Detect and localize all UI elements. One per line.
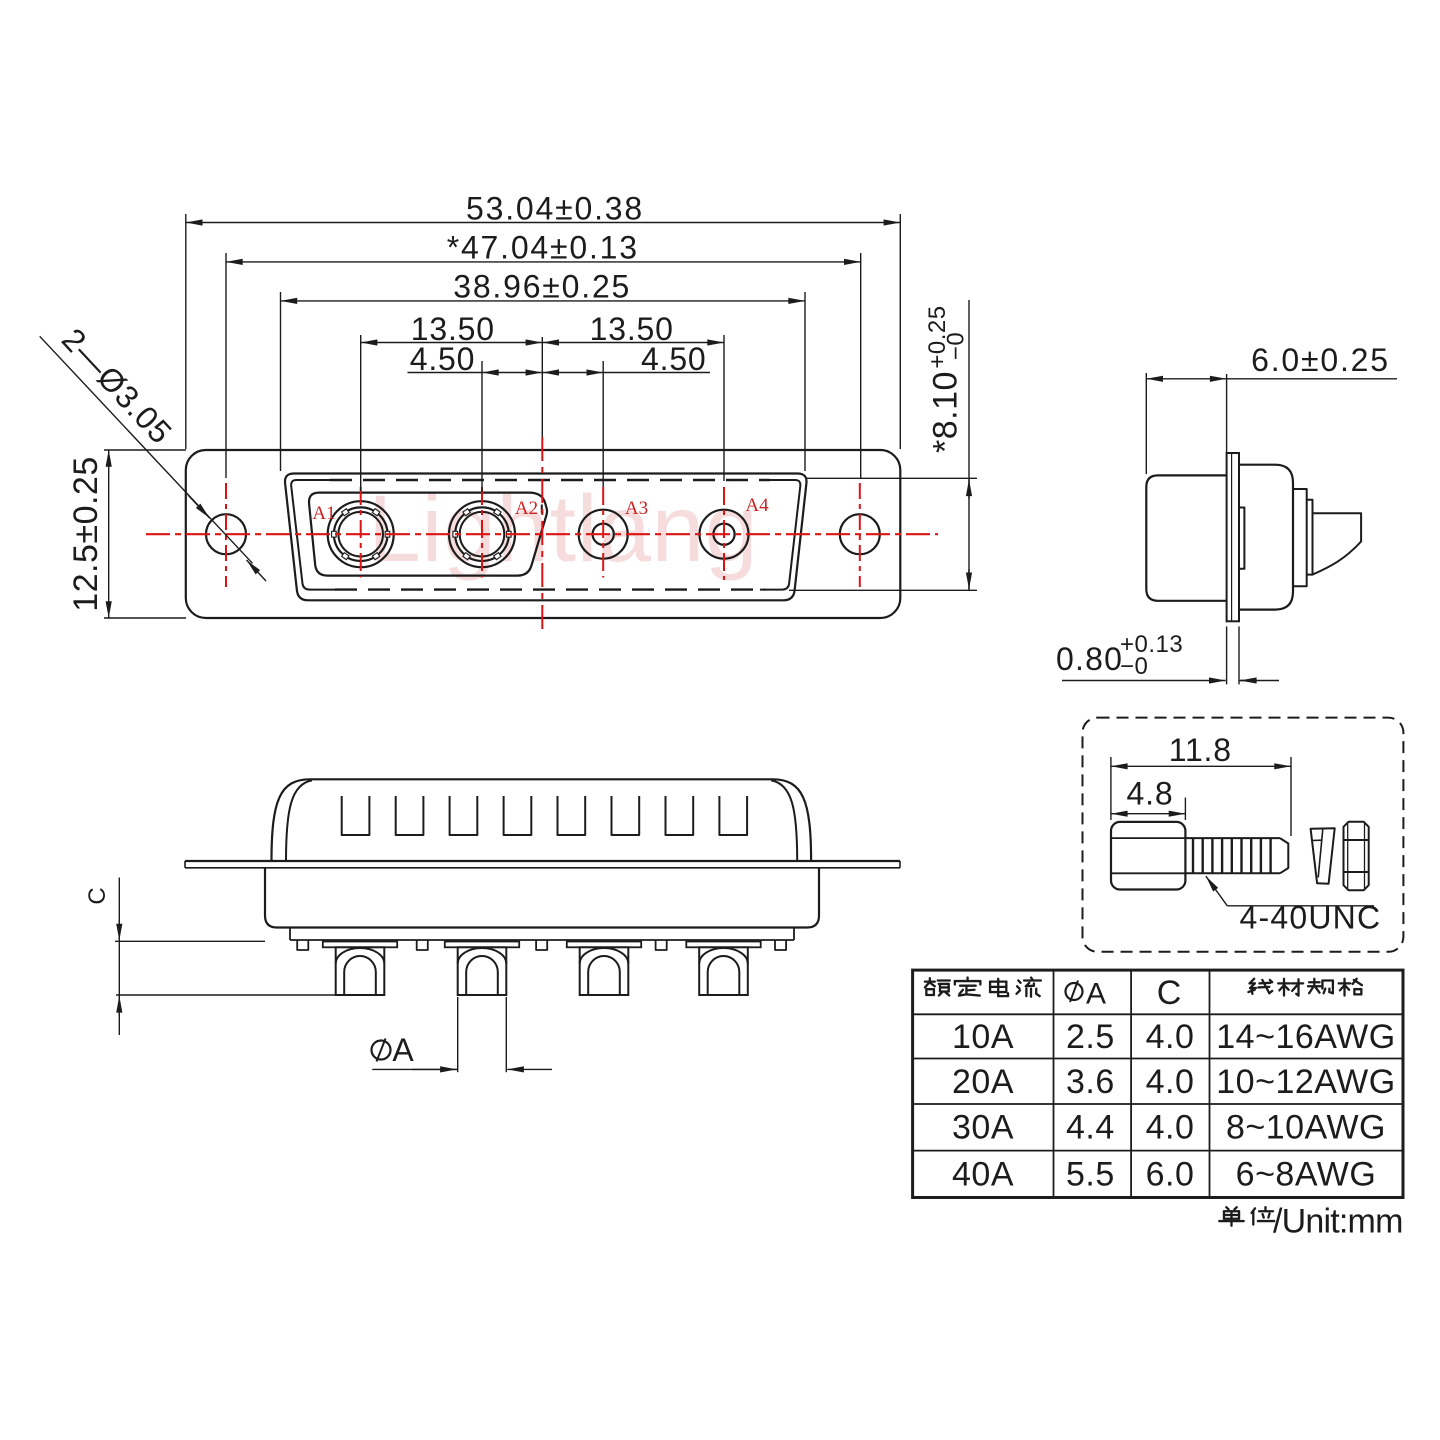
svg-text:4.4: 4.4 (1066, 1109, 1115, 1147)
svg-text:A: A (1086, 978, 1106, 1011)
svg-text:C: C (1157, 974, 1182, 1012)
svg-text:4.50: 4.50 (641, 341, 706, 377)
svg-text:30A: 30A (952, 1109, 1014, 1147)
svg-text:8~10AWG: 8~10AWG (1226, 1109, 1386, 1147)
svg-text:53.04±0.38: 53.04±0.38 (466, 191, 644, 227)
svg-text:4.50: 4.50 (410, 341, 475, 377)
svg-text:−0: −0 (1120, 653, 1148, 680)
svg-text:10A: 10A (952, 1018, 1014, 1056)
svg-text:4.0: 4.0 (1146, 1018, 1195, 1056)
svg-text:/Unit:mm: /Unit:mm (1273, 1202, 1403, 1240)
svg-text:A1: A1 (312, 503, 335, 524)
svg-text:14~16AWG: 14~16AWG (1216, 1018, 1395, 1056)
svg-text:6.0: 6.0 (1146, 1156, 1195, 1194)
svg-text:*8.10: *8.10 (927, 371, 965, 453)
svg-text:A2: A2 (515, 498, 538, 519)
svg-text:38.96±0.25: 38.96±0.25 (453, 269, 631, 305)
svg-text:3.6: 3.6 (1066, 1063, 1115, 1101)
svg-text:C: C (84, 887, 111, 904)
svg-text:11.8: 11.8 (1169, 732, 1232, 768)
svg-text:−0: −0 (943, 332, 970, 360)
svg-text:12.5±0.25: 12.5±0.25 (67, 456, 105, 612)
svg-text:4.0: 4.0 (1146, 1063, 1195, 1101)
svg-text:A3: A3 (625, 498, 648, 519)
svg-text:A4: A4 (745, 495, 769, 516)
svg-text:*47.04±0.13: *47.04±0.13 (447, 230, 639, 266)
svg-text:13.50: 13.50 (411, 311, 495, 347)
svg-text:4.0: 4.0 (1146, 1109, 1195, 1147)
svg-text:40A: 40A (952, 1156, 1014, 1194)
svg-text:4-40UNC: 4-40UNC (1240, 900, 1382, 936)
svg-text:A: A (392, 1032, 414, 1068)
svg-text:13.50: 13.50 (590, 311, 674, 347)
svg-text:+0.25: +0.25 (924, 305, 951, 368)
svg-text:2.5: 2.5 (1066, 1018, 1115, 1056)
svg-text:6~8AWG: 6~8AWG (1236, 1156, 1377, 1194)
svg-text:20A: 20A (952, 1063, 1014, 1101)
svg-text:0.80: 0.80 (1056, 641, 1123, 677)
svg-text:4.8: 4.8 (1127, 776, 1174, 812)
svg-text:5.5: 5.5 (1066, 1156, 1115, 1194)
svg-text:+0.13: +0.13 (1120, 631, 1183, 658)
svg-text:10~12AWG: 10~12AWG (1216, 1063, 1395, 1101)
svg-text:6.0±0.25: 6.0±0.25 (1251, 342, 1390, 378)
